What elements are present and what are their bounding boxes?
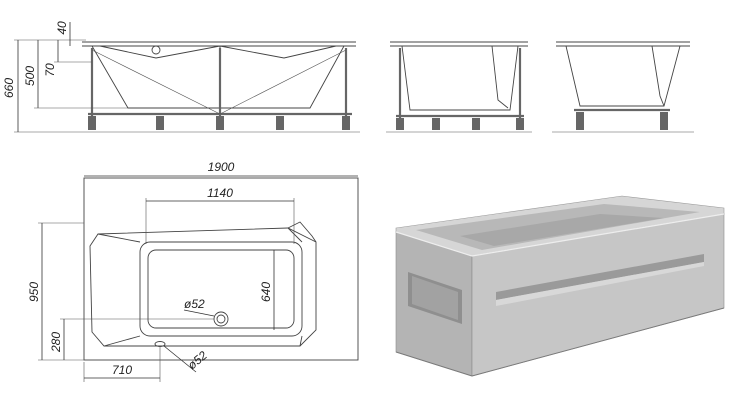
dim-500: 500 <box>23 66 37 86</box>
render-base-edge <box>471 307 725 377</box>
end1-leg <box>472 118 480 130</box>
end2-leg <box>660 112 668 130</box>
end1-tub-body <box>401 45 519 111</box>
dim-640: 640 <box>259 282 273 302</box>
bathtub-3d-render <box>395 195 725 377</box>
end2-leg <box>576 112 584 130</box>
render-edge-highlight <box>471 213 725 257</box>
side-leg <box>156 116 164 130</box>
plan-drain-inner <box>216 314 226 324</box>
plan-crease <box>287 227 303 243</box>
dim-950: 950 <box>27 282 41 302</box>
render-front-slot-groove <box>496 254 704 300</box>
render-front-slot-lip <box>496 262 704 306</box>
side-leg <box>216 116 224 130</box>
plan-outer-rim <box>83 177 359 361</box>
dim-40: 40 <box>55 21 69 35</box>
dim-overflow-diameter: ø52 <box>185 348 210 372</box>
leader-overflow <box>163 345 197 373</box>
plan-crease <box>97 233 141 243</box>
render-edge-highlight <box>395 231 473 257</box>
dim-710: 710 <box>112 363 132 377</box>
dim-660: 660 <box>2 78 16 98</box>
side-tub-body <box>91 45 345 109</box>
end-view-plain <box>552 41 694 133</box>
plan-view: 1900 1140 950 640 280 710 ø52 ø52 <box>27 160 359 382</box>
plan-crease <box>103 335 141 347</box>
dim-70: 70 <box>43 63 57 77</box>
end2-tub-body <box>565 45 681 107</box>
side-frame-brace <box>219 49 347 115</box>
render-end-slot-inner <box>412 276 458 320</box>
end2-tub-crease <box>651 45 665 107</box>
side-leg <box>88 116 96 130</box>
side-frame-brace <box>91 49 221 115</box>
side-view-long: 660 500 70 40 <box>2 21 360 133</box>
end1-leg <box>516 118 524 130</box>
plan-bottom-outer <box>139 241 303 337</box>
end1-leg <box>432 118 440 130</box>
side-overflow-hole <box>151 45 161 55</box>
dim-1140: 1140 <box>207 186 233 200</box>
end-view-frame <box>386 41 532 133</box>
dim-1900: 1900 <box>208 160 235 174</box>
side-leg <box>342 116 350 130</box>
end1-leg <box>396 118 404 130</box>
plan-drain-outer <box>213 311 229 327</box>
side-tub-crease <box>99 45 337 59</box>
dim-280: 280 <box>49 332 63 353</box>
leader-drain <box>183 309 215 317</box>
plan-bottom-inner <box>147 249 295 329</box>
render-base-edge <box>395 351 473 377</box>
dim-drain-diameter: ø52 <box>184 297 205 311</box>
side-leg <box>276 116 284 130</box>
plan-crease <box>299 335 303 347</box>
render-bowl-floor <box>460 214 664 246</box>
end1-tub-crease <box>491 45 509 109</box>
